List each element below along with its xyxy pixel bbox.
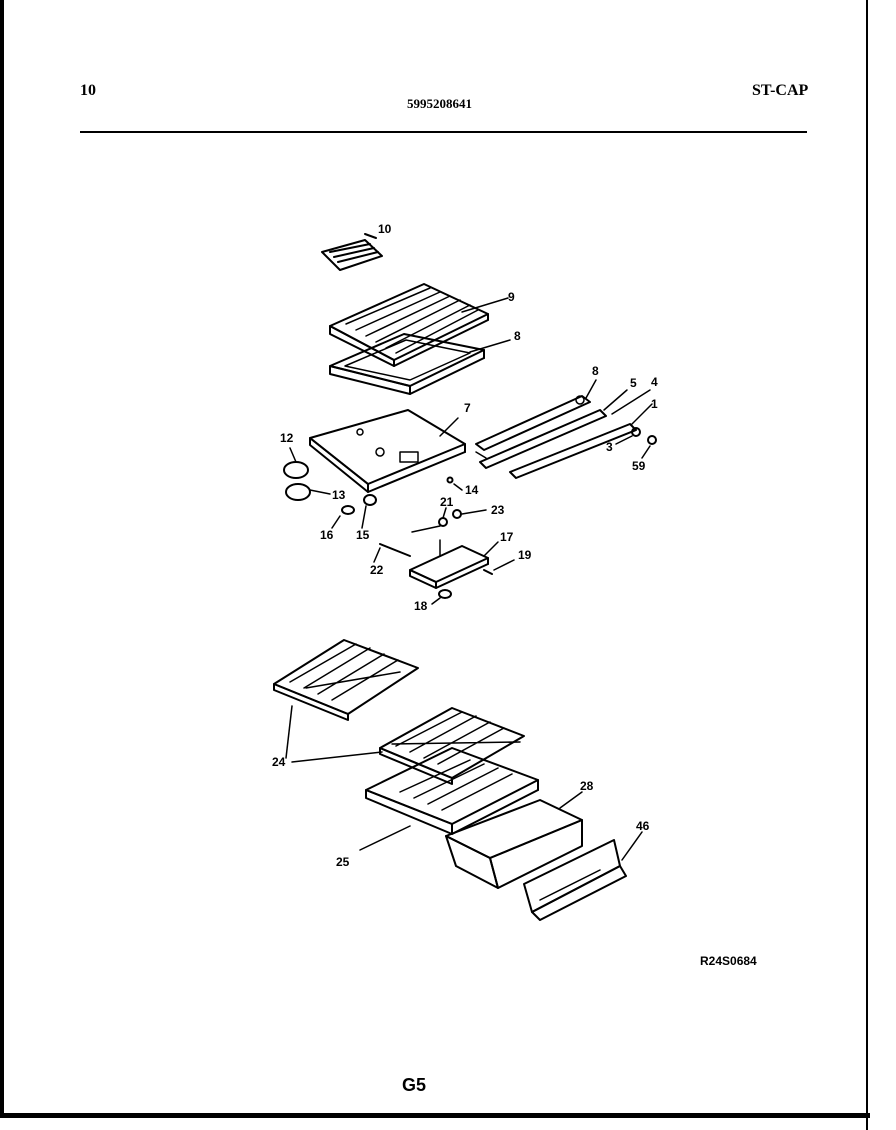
callout-15: 15 <box>356 528 370 542</box>
callout-25: 25 <box>336 855 350 869</box>
part-7-control-housing <box>309 409 466 493</box>
part-46-drawer-front <box>523 831 643 921</box>
callout-9: 9 <box>508 290 515 304</box>
callout-1: 1 <box>651 397 658 411</box>
callout-46: 46 <box>636 819 650 833</box>
callout-21: 21 <box>440 495 454 509</box>
callout-12: 12 <box>280 431 294 445</box>
callout-8-rail: 8 <box>592 364 599 378</box>
callout-7: 7 <box>464 401 471 415</box>
part-18-grommet <box>431 589 452 605</box>
part-22-rod <box>373 543 411 563</box>
callout-5: 5 <box>630 376 637 390</box>
callout-17: 17 <box>500 530 514 544</box>
callout-28: 28 <box>580 779 594 793</box>
callout-19: 19 <box>518 548 532 562</box>
callout-22: 22 <box>370 563 384 577</box>
callout-23: 23 <box>491 503 505 517</box>
part-17-tray <box>409 539 499 589</box>
part-28-crisper-drawer <box>445 791 583 889</box>
section-code: ST-CAP <box>752 82 809 99</box>
page-code: G5 <box>402 1075 427 1095</box>
page-border-right <box>866 0 868 1130</box>
callout-59: 59 <box>632 459 646 473</box>
part-19-clip <box>483 559 515 575</box>
part-8-shelf-frame <box>329 333 511 395</box>
callout-16: 16 <box>320 528 334 542</box>
header-rule <box>80 131 807 133</box>
callout-8-frame: 8 <box>514 329 521 343</box>
parts-15-16-bulbs <box>331 494 377 529</box>
callout-10: 10 <box>378 222 392 236</box>
diagram-id: R24S0684 <box>700 954 757 968</box>
page-border-bottom <box>0 1113 870 1118</box>
rail-assembly <box>475 379 653 479</box>
page-number: 10 <box>80 82 96 99</box>
callout-3: 3 <box>606 440 613 454</box>
parts-21-23-fittings <box>411 507 487 533</box>
callout-14: 14 <box>465 483 479 497</box>
callout-4: 4 <box>651 375 658 389</box>
parts-12-13-knobs <box>283 447 331 501</box>
callout-13: 13 <box>332 488 346 502</box>
part-14-screw <box>446 476 463 491</box>
callout-24: 24 <box>272 755 286 769</box>
page-border-left <box>0 0 4 1117</box>
part-10-grille <box>321 233 383 271</box>
part-9-shelf <box>329 283 509 367</box>
part-24-shelves <box>273 639 525 785</box>
parts-3-59-clips <box>615 427 657 459</box>
model-number: 5995208641 <box>407 96 472 111</box>
callout-18: 18 <box>414 599 428 613</box>
